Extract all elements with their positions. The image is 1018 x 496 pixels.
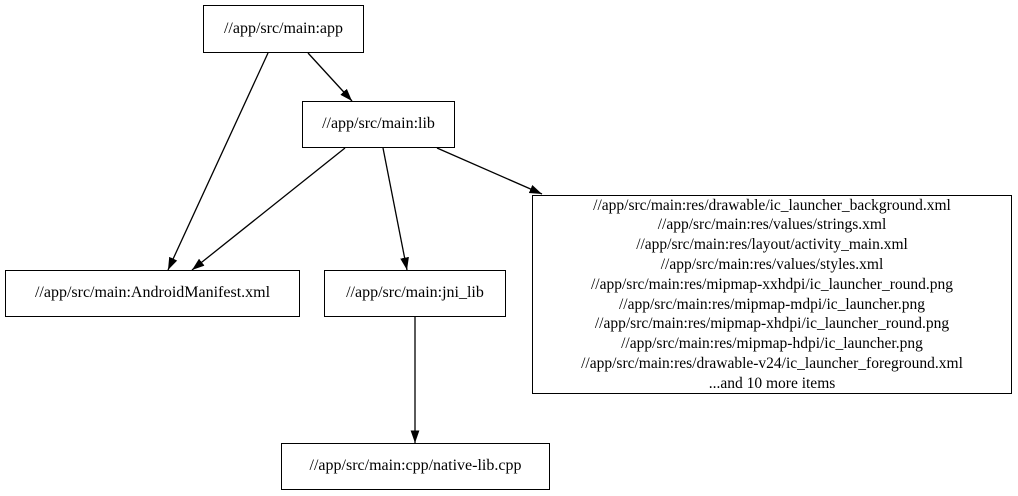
resource-item: //app/src/main:res/values/styles.xml <box>660 255 884 273</box>
resource-more-items: ...and 10 more items <box>708 374 836 392</box>
node-resources-group: //app/src/main:res/drawable/ic_launcher_… <box>532 195 1012 394</box>
resource-item: //app/src/main:res/layout/activity_main.… <box>636 236 908 254</box>
resource-item: //app/src/main:res/drawable/ic_launcher_… <box>593 196 951 214</box>
edge-app-to-manifest <box>167 52 269 271</box>
node-native-lib-cpp-label: //app/src/main:cpp/native-lib.cpp <box>309 457 522 475</box>
resource-item: //app/src/main:res/mipmap-hdpi/ic_launch… <box>621 335 923 353</box>
resource-item: //app/src/main:res/mipmap-xhdpi/ic_launc… <box>594 315 950 333</box>
node-jni-lib-label: //app/src/main:jni_lib <box>346 284 484 302</box>
resource-item: //app/src/main:res/values/strings.xml <box>657 216 887 234</box>
node-jni-lib: //app/src/main:jni_lib <box>324 270 506 317</box>
resource-item: //app/src/main:res/drawable-v24/ic_launc… <box>581 354 963 372</box>
node-lib-label: //app/src/main:lib <box>322 115 435 133</box>
edge-lib-to-jni-lib <box>382 147 409 271</box>
edge-lib-to-resources <box>436 147 543 195</box>
node-android-manifest: //app/src/main:AndroidManifest.xml <box>5 270 300 317</box>
node-native-lib-cpp: //app/src/main:cpp/native-lib.cpp <box>281 443 550 490</box>
resource-item: //app/src/main:res/mipmap-xxhdpi/ic_laun… <box>590 275 953 293</box>
edge-lib-to-manifest <box>191 147 346 271</box>
node-lib: //app/src/main:lib <box>302 101 455 148</box>
node-app: //app/src/main:app <box>203 5 364 53</box>
node-android-manifest-label: //app/src/main:AndroidManifest.xml <box>34 284 271 302</box>
edge-app-to-lib <box>307 52 353 102</box>
node-app-label: //app/src/main:app <box>223 19 344 37</box>
resource-item: //app/src/main:res/mipmap-mdpi/ic_launch… <box>618 295 926 313</box>
